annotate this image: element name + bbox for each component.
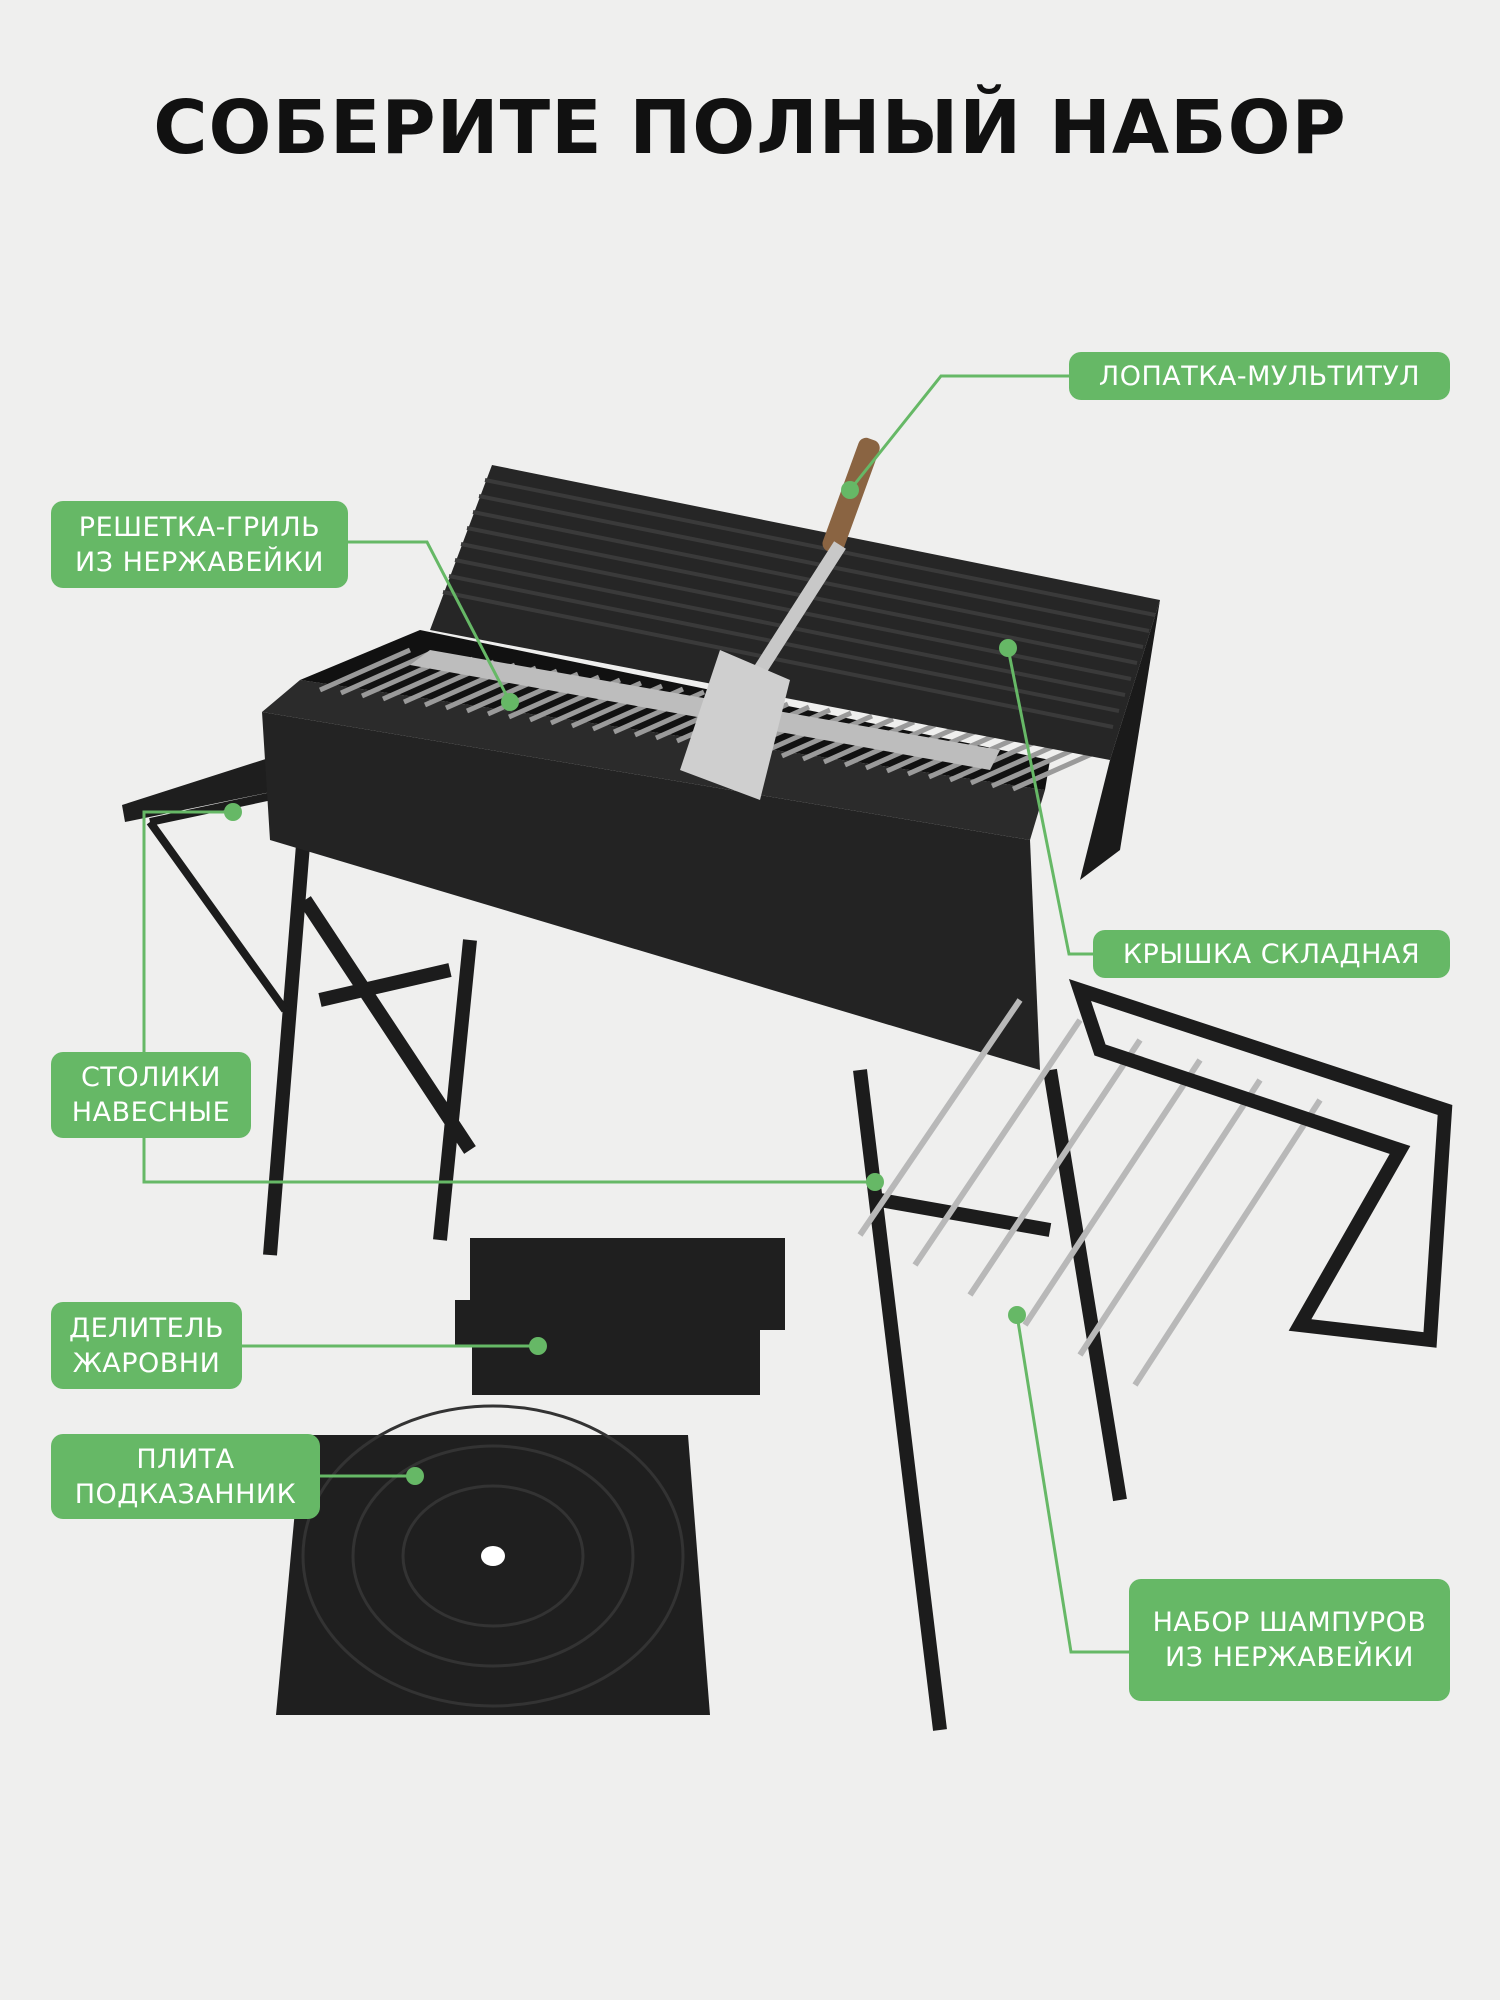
skewers <box>857 998 1323 1387</box>
label-skewers: НАБОР ШАМПУРОВ ИЗ НЕРЖАВЕЙКИ <box>1129 1579 1450 1701</box>
label-grate: РЕШЕТКА-ГРИЛЬ ИЗ НЕРЖАВЕЙКИ <box>51 501 348 588</box>
spatula <box>680 437 880 800</box>
page-title: СОБЕРИТЕ ПОЛНЫЙ НАБОР <box>153 85 1347 171</box>
label-tables: СТОЛИКИ НАВЕСНЫЕ <box>51 1052 251 1138</box>
right-table <box>1068 979 1453 1348</box>
label-lid: КРЫШКА СКЛАДНАЯ <box>1093 930 1450 978</box>
label-plate: ПЛИТА ПОДКАЗАННИК <box>51 1434 320 1519</box>
label-divider: ДЕЛИТЕЛЬ ЖАРОВНИ <box>51 1302 242 1389</box>
left-table <box>122 748 305 822</box>
leader-lines <box>142 374 1129 1654</box>
cauldron-plate <box>276 1404 710 1715</box>
brazier-divider <box>455 1238 785 1395</box>
label-spatula: ЛОПАТКА-МУЛЬТИТУЛ <box>1069 352 1450 400</box>
firebox <box>262 712 1040 1070</box>
marker-dots <box>224 481 1026 1485</box>
